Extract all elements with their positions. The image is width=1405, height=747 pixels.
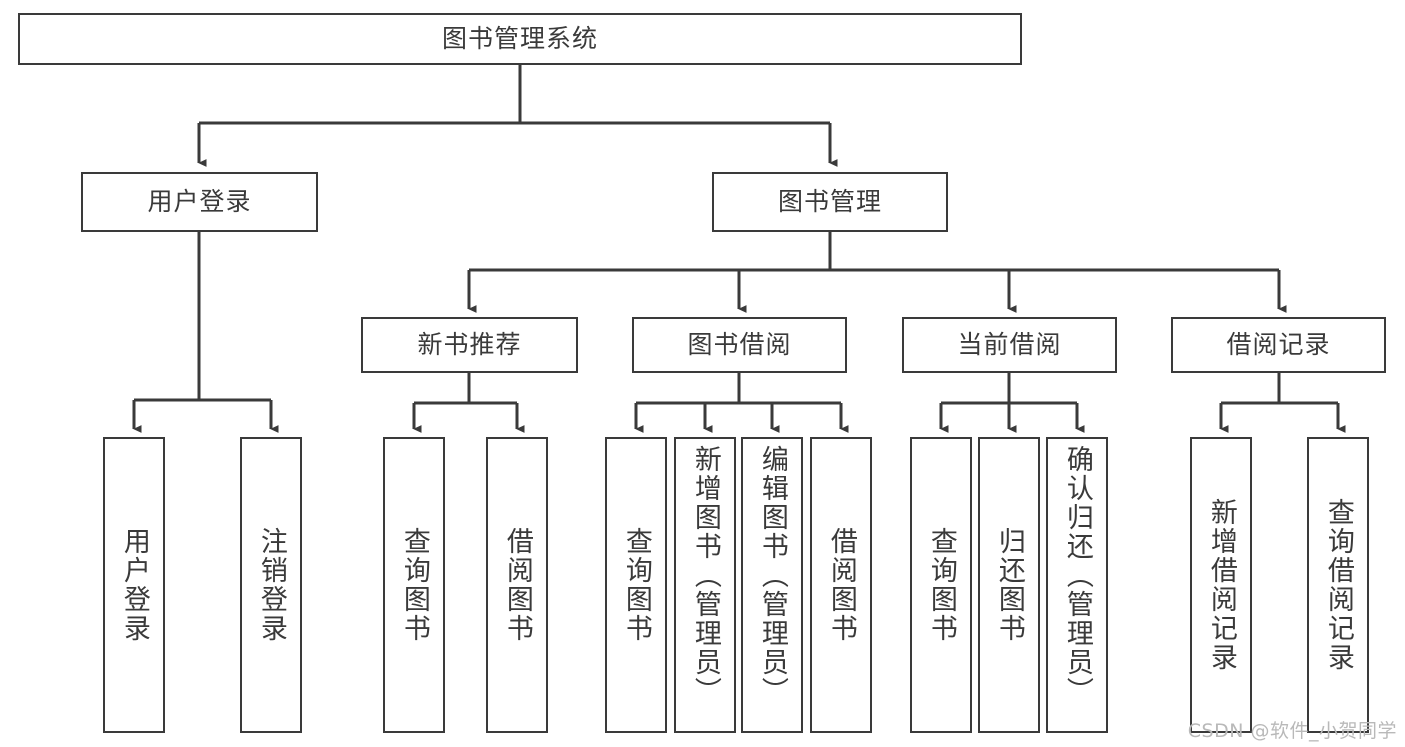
- leaf-label: 借阅图书: [501, 527, 533, 643]
- node-label: 新书推荐: [417, 330, 522, 359]
- node-label: 图书管理系统: [441, 24, 598, 53]
- node-label: 图书借阅: [687, 330, 792, 359]
- leaf-label: 借阅图书: [825, 527, 857, 643]
- leaf-add-book-admin[interactable]: 新增图书（管理员）: [674, 437, 736, 733]
- node-book-management[interactable]: 图书管理: [712, 172, 948, 232]
- node-root-system[interactable]: 图书管理系统: [18, 13, 1022, 65]
- leaf-query-borrow-record[interactable]: 查询借阅记录: [1307, 437, 1369, 733]
- leaf-logout[interactable]: 注销登录: [240, 437, 302, 733]
- leaf-label: 新增借阅记录: [1205, 498, 1237, 672]
- leaf-borrow-book[interactable]: 借阅图书: [810, 437, 872, 733]
- node-user-login[interactable]: 用户登录: [81, 172, 318, 232]
- leaf-query-book-borrow[interactable]: 查询图书: [605, 437, 667, 733]
- leaf-label: 编辑图书（管理员）: [756, 445, 788, 706]
- node-label: 图书管理: [777, 187, 882, 216]
- leaf-add-borrow-record[interactable]: 新增借阅记录: [1190, 437, 1252, 733]
- leaf-query-book-current[interactable]: 查询图书: [910, 437, 972, 733]
- leaf-borrow-book-newbook[interactable]: 借阅图书: [486, 437, 548, 733]
- node-label: 借阅记录: [1226, 330, 1331, 359]
- leaf-label: 查询借阅记录: [1322, 498, 1354, 672]
- leaf-label: 新增图书（管理员）: [689, 445, 721, 706]
- leaf-confirm-return-admin[interactable]: 确认归还（管理员）: [1046, 437, 1108, 733]
- leaf-label: 查询图书: [398, 527, 430, 643]
- node-label: 用户登录: [147, 187, 252, 216]
- leaf-label: 注销登录: [255, 527, 287, 643]
- leaf-label: 用户登录: [118, 527, 150, 643]
- node-current-borrow[interactable]: 当前借阅: [902, 317, 1117, 373]
- leaf-label: 归还图书: [993, 527, 1025, 643]
- leaf-edit-book-admin[interactable]: 编辑图书（管理员）: [741, 437, 803, 733]
- node-new-book-recommend[interactable]: 新书推荐: [361, 317, 578, 373]
- node-borrow-record[interactable]: 借阅记录: [1171, 317, 1386, 373]
- node-book-borrow[interactable]: 图书借阅: [632, 317, 847, 373]
- leaf-return-book[interactable]: 归还图书: [978, 437, 1040, 733]
- watermark-text: CSDN @软件_小贺同学: [1187, 720, 1397, 742]
- leaf-query-book-newbook[interactable]: 查询图书: [383, 437, 445, 733]
- leaf-user-login[interactable]: 用户登录: [103, 437, 165, 733]
- leaf-label: 查询图书: [620, 527, 652, 643]
- leaf-label: 确认归还（管理员）: [1061, 445, 1093, 706]
- leaf-label: 查询图书: [925, 527, 957, 643]
- node-label: 当前借阅: [957, 330, 1062, 359]
